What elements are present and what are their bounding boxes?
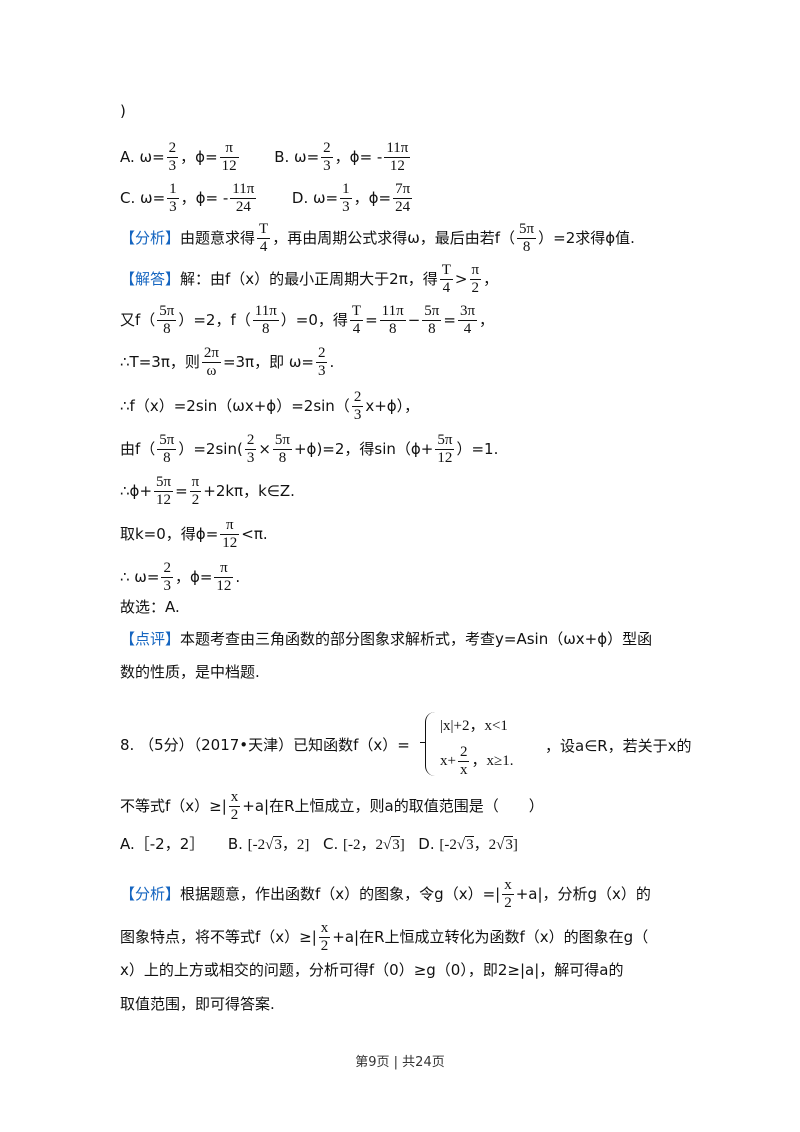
piecewise-brace xyxy=(420,712,436,776)
continuation-paren: ) xyxy=(120,102,126,120)
solution-answer: 故选：A. xyxy=(120,598,180,616)
q8-option-c[interactable]: C. [-2，2√3] xyxy=(322,835,405,853)
q8-option-a[interactable]: A.［-2，2］ xyxy=(120,835,205,853)
analysis-8-tag: 【分析】 xyxy=(120,885,181,903)
q8-option-b[interactable]: B. [-2√3，2] xyxy=(227,835,310,853)
analysis-8-line-4: 取值范围，即可得答案. xyxy=(120,995,275,1013)
solution-tag: 【解答】 xyxy=(120,270,181,288)
q8-stem-b: ，设a∈R，若关于x的 xyxy=(545,737,692,755)
analysis-8-line-3: x）上的上方或相交的问题，分析可得f（0）≥g（0），即2≥|a|，解可得a的 xyxy=(120,961,624,979)
q8-options: A.［-2，2］ B. [-2√3，2] C. [-2，2√3] D. [-2√… xyxy=(120,834,518,855)
q8-stem-a: 8. （5分）（2017•天津）已知函数f（x）= xyxy=(120,736,410,754)
analysis-tag: 【分析】 xyxy=(120,229,181,247)
q8-option-d[interactable]: D. [-2√3，2√3] xyxy=(418,835,518,853)
piecewise-case-1: |x|+2，x<1 xyxy=(440,718,508,734)
page-footer: 第9页 | 共24页 xyxy=(355,1055,445,1070)
comment-7-line-2: 数的性质，是中档题. xyxy=(120,663,260,681)
comment-tag: 【点评】 xyxy=(120,630,181,648)
comment-7-line-1: 【点评】本题考查由三角函数的部分图象求解析式，考查y=Asin（ωx+ϕ）型函 xyxy=(120,630,653,648)
